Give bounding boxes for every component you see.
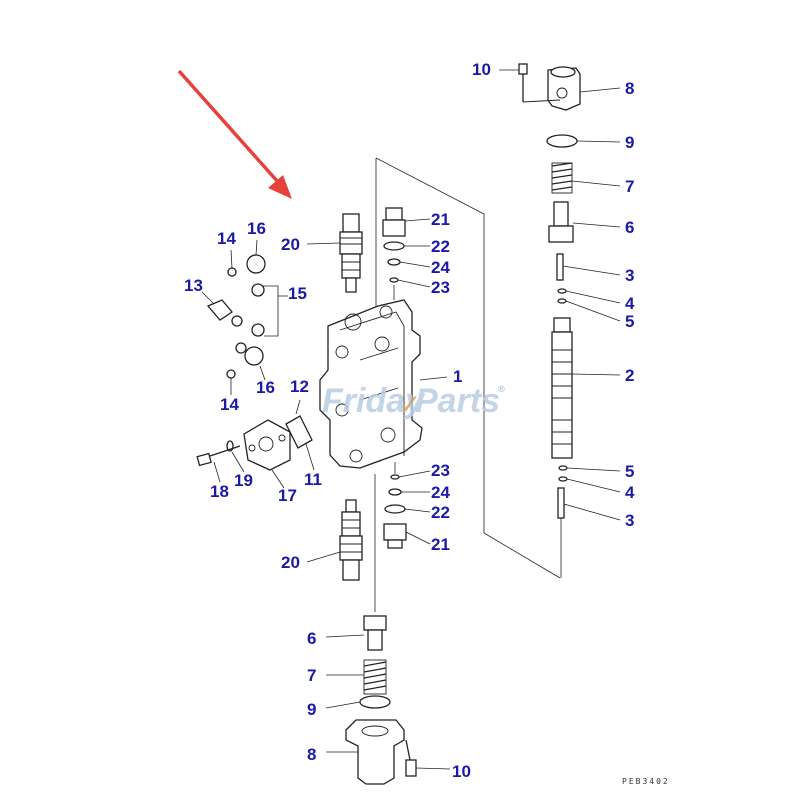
- callout-23-top: 23: [431, 278, 450, 297]
- callout-20-top: 20: [281, 235, 300, 254]
- callout-12: 12: [290, 377, 309, 396]
- watermark-check-icon: ✓: [398, 389, 421, 420]
- callout-5-top: 5: [625, 312, 634, 331]
- watermark-part1: Friday: [322, 382, 426, 420]
- callout-17: 17: [278, 486, 297, 505]
- washer-19: [226, 440, 245, 473]
- watermark-registered-mark: ®: [498, 384, 505, 394]
- spring-7-bot: [326, 659, 387, 695]
- seal-set-13-16: [201, 239, 288, 395]
- callout-10-bot: 10: [452, 762, 471, 781]
- callout-16-top: 16: [247, 219, 266, 238]
- callout-2: 2: [625, 366, 634, 385]
- callout-6-bot: 6: [307, 629, 316, 648]
- red-arrow-icon: [177, 69, 292, 199]
- relief-valve-20-bot: [306, 499, 363, 581]
- plug-21-bot: [383, 523, 431, 549]
- cap-8-top: [522, 66, 621, 111]
- washer-4-5-bot: [558, 465, 621, 493]
- callout-15: 15: [288, 284, 307, 303]
- callout-21-bot: 21: [431, 535, 450, 554]
- callout-20-bot: 20: [281, 553, 300, 572]
- callout-7-bot: 7: [307, 666, 316, 685]
- callout-22-bot: 22: [431, 503, 450, 522]
- callout-11: 11: [304, 470, 322, 489]
- bolt-10-top: [499, 63, 528, 102]
- callout-5-bot: 5: [625, 462, 634, 481]
- callout-16-bot: 16: [256, 378, 275, 397]
- watermark: Friday Parts ✓ ®: [322, 382, 505, 420]
- washer-4-5-top: [557, 288, 621, 322]
- callout-8-bot: 8: [307, 745, 316, 764]
- spring-7-top: [551, 162, 621, 194]
- callout-3-top: 3: [625, 266, 634, 285]
- assembly-bracket: [375, 157, 561, 579]
- callout-24-top: 24: [431, 258, 450, 277]
- callout-24-bot: 24: [431, 483, 450, 502]
- cover-17: [243, 419, 291, 489]
- gasket-11-12: [285, 399, 315, 471]
- callout-labels: 1089763452543212224231232422212020141613…: [184, 60, 635, 781]
- callout-6-top: 6: [625, 218, 634, 237]
- cap-8-bot: [326, 719, 405, 785]
- rings-22-24-23-top: [383, 241, 431, 300]
- callout-4-bot: 4: [625, 483, 635, 502]
- rings-23-24-22-bot: [384, 462, 431, 514]
- drawing-code: PEB3402: [622, 777, 670, 786]
- callout-4-top: 4: [625, 294, 635, 313]
- callout-14-top: 14: [217, 229, 236, 248]
- callout-18: 18: [210, 482, 229, 501]
- pin-3-top: [556, 253, 621, 281]
- callout-10-top: 10: [472, 60, 491, 79]
- callout-19: 19: [234, 471, 253, 490]
- callout-22-top: 22: [431, 237, 450, 256]
- bolt-18: [196, 445, 241, 483]
- callout-7-top: 7: [625, 177, 634, 196]
- callout-13: 13: [184, 276, 203, 295]
- callout-9-bot: 9: [307, 700, 316, 719]
- plug-21-top: [382, 207, 431, 237]
- callout-21-top: 21: [431, 210, 450, 229]
- spool-end-6-bot: [325, 615, 387, 651]
- callout-8-top: 8: [625, 79, 634, 98]
- callout-3-bot: 3: [625, 511, 634, 530]
- callout-1: 1: [453, 367, 462, 386]
- spool-2: [551, 317, 621, 459]
- callout-14-bot: 14: [220, 395, 239, 414]
- pin-3-bot: [557, 487, 621, 521]
- o-ring-9-bot: [325, 695, 391, 709]
- relief-valve-20-top: [306, 213, 363, 293]
- bolt-10-bot: [405, 739, 451, 777]
- watermark-part2: Parts: [415, 382, 500, 420]
- callout-9-top: 9: [625, 133, 634, 152]
- o-ring-9-top: [546, 134, 621, 148]
- valve-body-1: [319, 299, 448, 469]
- callout-23-bot: 23: [431, 461, 450, 480]
- spool-end-6-top: [548, 201, 621, 243]
